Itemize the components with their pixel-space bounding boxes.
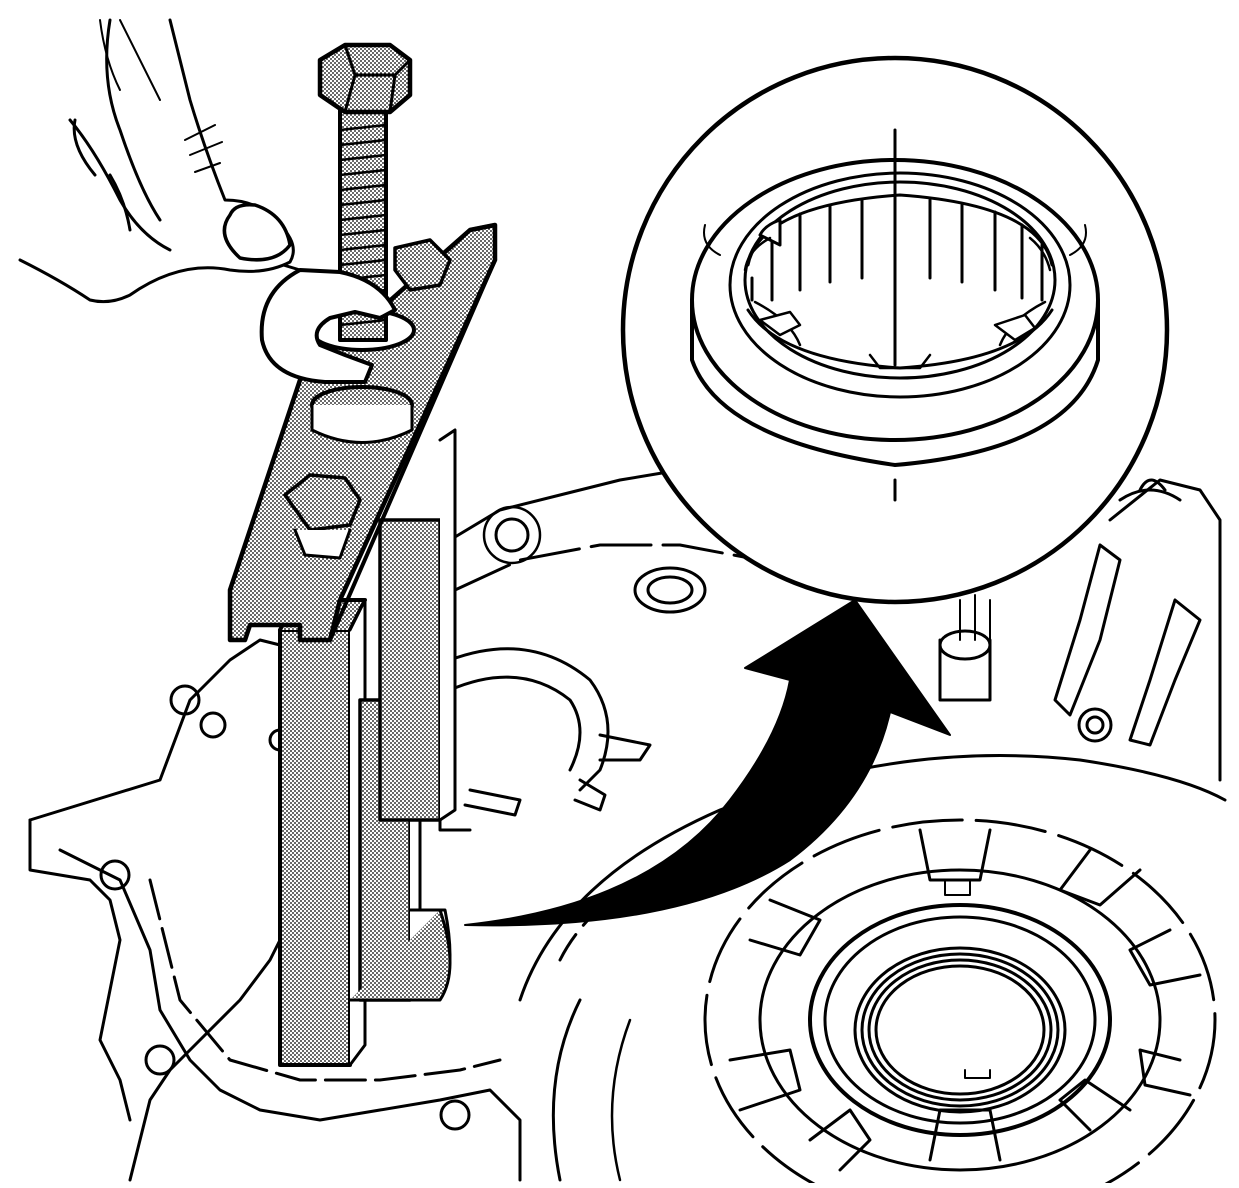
puller-leg-front <box>278 628 352 1067</box>
detail-inset-bearing <box>620 55 1170 605</box>
puller-assembly <box>227 222 498 1067</box>
transmission-case <box>28 468 1227 1188</box>
hand-with-wrench <box>18 18 397 384</box>
bracket-bolt <box>283 473 362 560</box>
bolt-head-hex <box>317 42 413 115</box>
wrench <box>259 268 397 384</box>
direction-arrow <box>464 599 951 927</box>
